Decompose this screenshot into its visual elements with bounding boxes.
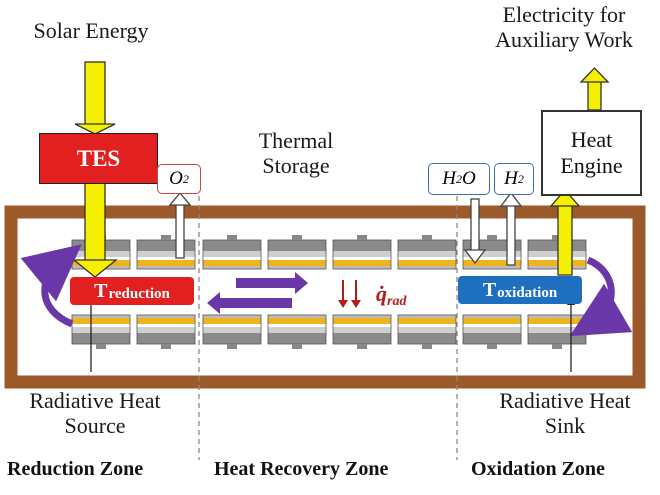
- o2-sub: 2: [182, 171, 189, 186]
- particle-block: [267, 314, 327, 349]
- particle-block: [527, 235, 587, 270]
- o2-arrow: [168, 191, 192, 259]
- h2o-label-b: O: [462, 168, 476, 189]
- reactor-frame: [4, 205, 646, 389]
- radiative-sink-label: Radiative Heat Sink: [470, 388, 660, 439]
- radiative-source-label: Radiative Heat Source: [0, 388, 190, 439]
- particle-block: [136, 235, 196, 270]
- q-rad-arrows: [338, 280, 361, 308]
- loop-arrow-left: [20, 244, 82, 328]
- loop-arrow-right: [569, 256, 633, 337]
- heat-engine-line2: Engine: [560, 153, 623, 178]
- solar-energy-label: Solar Energy: [33, 18, 149, 43]
- thermal-storage-line2: Storage: [262, 153, 330, 179]
- tes-label: TES: [76, 145, 121, 171]
- radiative-source-line1: Radiative Heat: [29, 388, 161, 413]
- h2o-sub: 2: [456, 171, 462, 186]
- electricity-line2: Auxiliary Work: [495, 27, 633, 53]
- thermal-storage-label: Thermal Storage: [228, 128, 364, 179]
- heat-engine-arrow: [549, 189, 581, 276]
- t-oxidation-sub: oxidation: [497, 284, 558, 301]
- zone-oxidation: Oxidation Zone: [471, 458, 605, 480]
- zone-heat-recovery: Heat Recovery Zone: [214, 458, 389, 480]
- particle-block: [332, 235, 392, 270]
- q-rad-label: q̇rad: [376, 281, 407, 309]
- particle-blocks-bottom: [71, 314, 587, 349]
- electricity-arrow: [579, 67, 610, 111]
- t-reduction-sub: reduction: [108, 285, 170, 302]
- particle-block: [202, 235, 262, 270]
- particle-block: [267, 235, 327, 270]
- q-rad-main: q̇: [376, 281, 387, 306]
- q-rad-sub: rad: [387, 294, 407, 309]
- radiative-sink-line2: Sink: [544, 413, 586, 439]
- t-reduction-main: T: [94, 279, 108, 302]
- electricity-label: Electricity for Auxiliary Work: [470, 2, 658, 53]
- o2-label: O: [169, 168, 183, 189]
- h2-sub: 2: [517, 171, 524, 186]
- electricity-line1: Electricity for: [502, 2, 626, 27]
- particle-block: [397, 314, 457, 349]
- particle-block: [397, 235, 457, 270]
- radiative-source-line2: Source: [64, 413, 126, 439]
- tes-arrow: [72, 182, 118, 278]
- tes-box: TES: [39, 133, 158, 184]
- h2-arrow: [499, 191, 523, 266]
- t-oxidation-main: T: [482, 278, 497, 301]
- radiative-sink-line1: Radiative Heat: [499, 388, 631, 413]
- h2-label: H: [504, 168, 518, 189]
- h2o-label-a: H: [442, 168, 456, 189]
- thermal-storage-line1: Thermal: [258, 128, 334, 153]
- particle-block: [136, 314, 196, 349]
- solar-arrow: [74, 61, 116, 135]
- particle-block: [462, 235, 522, 270]
- h2o-arrow: [463, 198, 487, 265]
- particle-block: [71, 314, 131, 349]
- particle-block: [527, 314, 587, 349]
- particle-block: [202, 314, 262, 349]
- particle-block: [332, 314, 392, 349]
- particle-block: [462, 314, 522, 349]
- heat-exchange-arrows: [207, 272, 308, 314]
- zone-reduction: Reduction Zone: [7, 458, 144, 480]
- heat-engine-line1: Heat: [570, 126, 613, 152]
- heat-engine-box: Heat Engine: [541, 110, 642, 196]
